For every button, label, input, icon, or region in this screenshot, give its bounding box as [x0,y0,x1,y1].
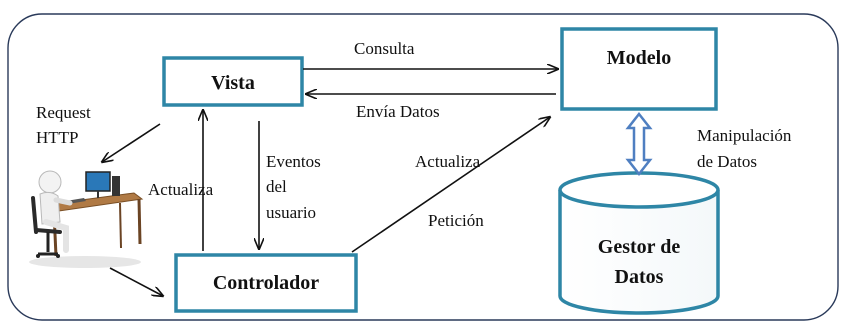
modelo-gestor-double-arrow [625,111,653,177]
controlador-label: Controlador [213,272,319,294]
actualiza-left-label: Actualiza [148,180,214,199]
modelo-node: Modelo [560,27,718,111]
envia-datos-label: Envía Datos [356,102,440,121]
gestor-label-line1: Gestor de [598,236,681,258]
actualiza-modelo-arrow [351,117,550,253]
gestor-datos-node: Gestor de Datos [558,171,720,315]
vista-label: Vista [211,72,255,94]
eventos-label-line3: usuario [266,203,316,222]
manipulacion-label-line2: de Datos [697,152,757,171]
consulta-label: Consulta [354,39,415,58]
user-to-controlador-arrow [109,267,163,296]
eventos-label-line1: Eventos [266,152,321,171]
vista-node: Vista [162,56,304,107]
request-label-line2: HTTP [36,128,79,147]
controlador-node: Controlador [174,253,358,313]
actualiza-right-label: Actualiza [415,152,481,171]
eventos-label-line2: del [266,177,287,196]
request-arrow [102,123,161,162]
user-at-desk-illustration [29,170,144,268]
peticion-label: Petición [428,211,484,230]
modelo-label: Modelo [607,47,671,69]
manipulacion-label-line1: Manipulación [697,126,792,145]
gestor-label-line2: Datos [615,266,664,288]
request-label-line1: Request [36,103,91,122]
